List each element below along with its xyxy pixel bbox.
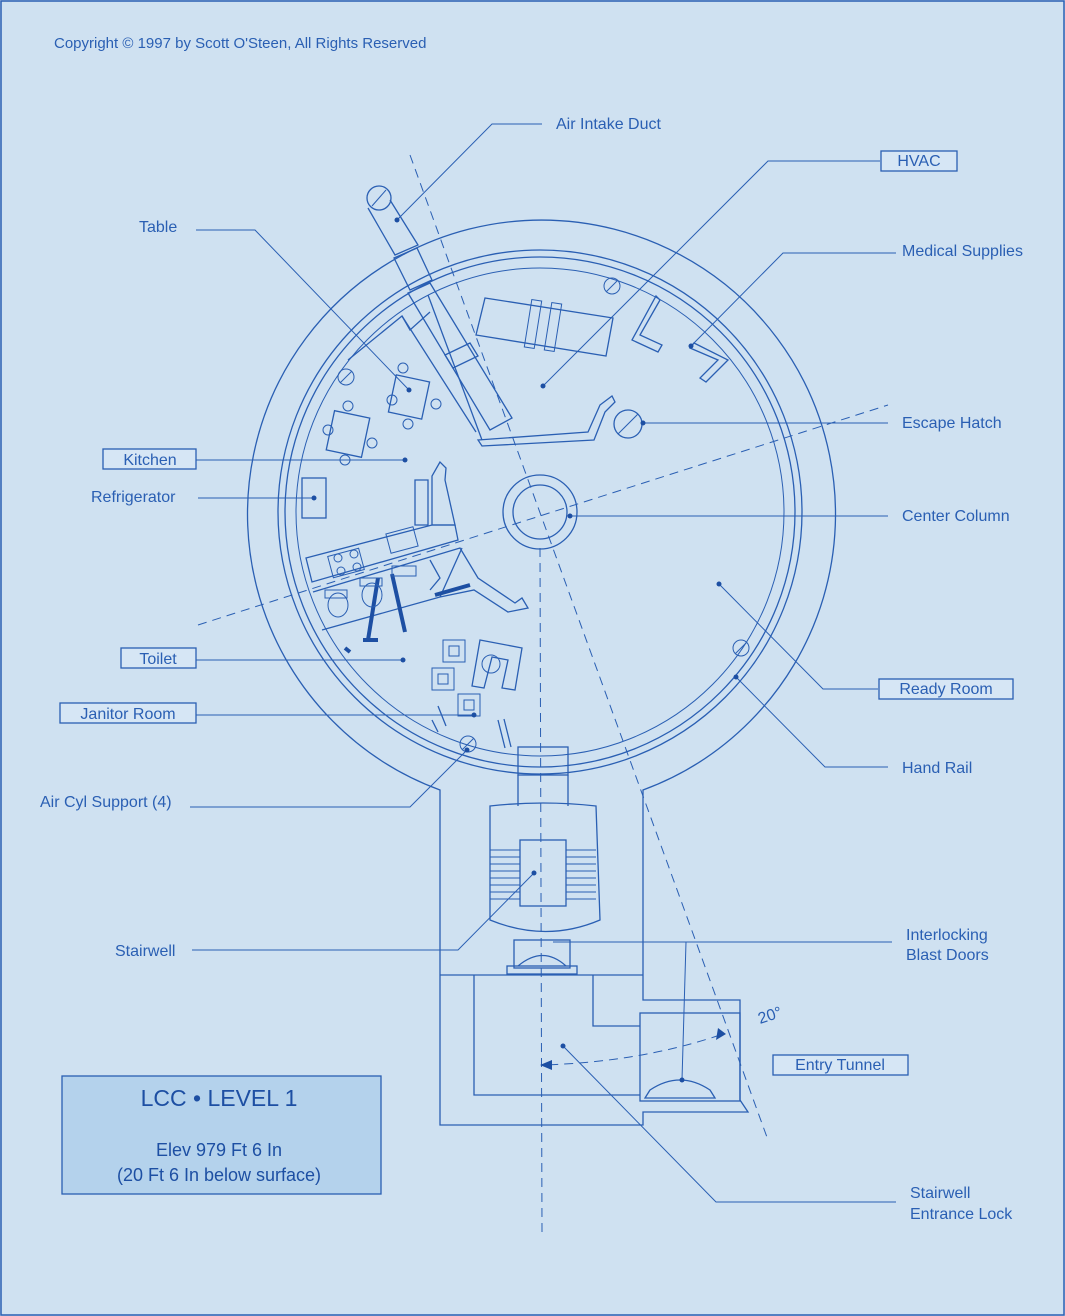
label-angle: 20° bbox=[756, 1004, 784, 1028]
janitor-room-label-box bbox=[59, 702, 197, 724]
inner-wall-inner-ring bbox=[284, 256, 796, 768]
centerlines bbox=[197, 154, 889, 1233]
toilet-area bbox=[312, 547, 530, 654]
air-intake-duct bbox=[366, 185, 513, 431]
leader-dots bbox=[311, 217, 739, 1083]
inner-wall-outer-ring bbox=[277, 249, 803, 775]
leader-lines bbox=[190, 123, 896, 1203]
stairwell-structure bbox=[440, 746, 741, 1102]
label-interlocking-1: Interlocking bbox=[906, 927, 988, 944]
label-table: Table bbox=[139, 219, 177, 236]
janitor-room bbox=[431, 639, 523, 749]
label-entry-tunnel: Entry Tunnel bbox=[795, 1057, 885, 1074]
title-block: LCC • LEVEL 1 Elev 979 Ft 6 In (20 Ft 6 … bbox=[61, 1075, 382, 1195]
capsule-structure bbox=[246, 219, 837, 1126]
title-block-depth: (20 Ft 6 In below surface) bbox=[117, 1165, 321, 1185]
label-janitor-room: Janitor Room bbox=[80, 706, 175, 723]
title-block-box bbox=[61, 1075, 382, 1195]
duct-intake-circle bbox=[366, 185, 392, 211]
label-interlocking-2: Blast Doors bbox=[906, 947, 989, 964]
diagonal-centerline bbox=[409, 154, 769, 1141]
kitchen-counter bbox=[305, 460, 459, 583]
table-1 bbox=[387, 374, 431, 420]
label-refrigerator: Refrigerator bbox=[91, 489, 176, 506]
table-group bbox=[322, 362, 442, 466]
hvac-unit bbox=[427, 294, 616, 447]
entry-arrow bbox=[542, 1034, 721, 1066]
outer-shell bbox=[246, 219, 837, 1126]
label-center-column: Center Column bbox=[902, 508, 1010, 525]
label-hvac: HVAC bbox=[897, 153, 940, 170]
label-air-intake-duct: Air Intake Duct bbox=[556, 116, 661, 133]
hvac-label-box bbox=[880, 150, 958, 172]
label-escape-hatch: Escape Hatch bbox=[902, 415, 1002, 432]
title-block-elevation: Elev 979 Ft 6 In bbox=[156, 1140, 282, 1160]
ready-room-label-box bbox=[878, 678, 1014, 700]
label-entrance-lock-2: Entrance Lock bbox=[910, 1206, 1013, 1223]
cross-centerline bbox=[197, 404, 889, 626]
label-kitchen: Kitchen bbox=[123, 452, 176, 469]
label-ready-room: Ready Room bbox=[899, 681, 992, 698]
title-block-title: LCC • LEVEL 1 bbox=[141, 1085, 298, 1111]
label-stairwell: Stairwell bbox=[115, 943, 175, 960]
vertical-centerline bbox=[539, 547, 543, 1233]
label-hand-rail: Hand Rail bbox=[902, 760, 972, 777]
table-2 bbox=[325, 409, 371, 459]
label-medical-supplies: Medical Supplies bbox=[902, 243, 1023, 260]
label-air-cyl-support: Air Cyl Support (4) bbox=[40, 794, 172, 811]
label-toilet: Toilet bbox=[139, 651, 177, 668]
kitchen-label-box bbox=[102, 448, 197, 470]
air-cylinder-supports bbox=[337, 277, 750, 753]
medical-shelf-left bbox=[631, 294, 663, 353]
entry-tunnel-label-box bbox=[772, 1054, 909, 1076]
center-column-inner bbox=[512, 484, 568, 540]
toilet-label-box bbox=[120, 647, 197, 669]
label-entrance-lock-1: Stairwell bbox=[910, 1185, 970, 1202]
copyright-text: Copyright © 1997 by Scott O'Steen, All R… bbox=[54, 35, 426, 52]
hand-rail-ring bbox=[295, 267, 785, 757]
